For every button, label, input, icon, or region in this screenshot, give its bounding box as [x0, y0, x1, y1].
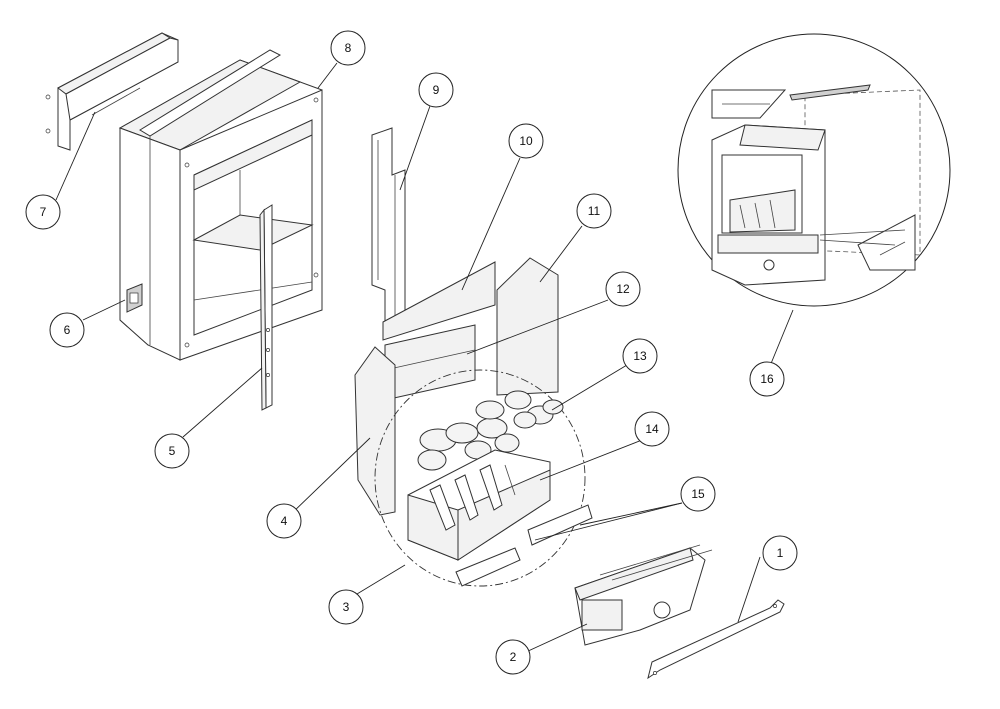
callout-8-label: 8 — [345, 41, 352, 55]
part-14-burner-tray — [407, 449, 551, 561]
callout-1: 1 — [762, 535, 798, 571]
callout-6: 6 — [49, 312, 85, 348]
callout-14: 14 — [634, 411, 670, 447]
callout-3: 3 — [328, 589, 364, 625]
callout-12: 12 — [605, 271, 641, 307]
part-7-top-bracket — [45, 32, 179, 151]
callout-10: 10 — [508, 123, 544, 159]
part-13-log-set — [417, 390, 564, 471]
part-15-ember-strips — [455, 504, 593, 587]
part-12-lower-back-panel — [384, 324, 476, 401]
callout-2: 2 — [495, 639, 531, 675]
callout-15-label: 15 — [691, 487, 705, 501]
callout-4-label: 4 — [281, 514, 288, 528]
part-6-firebox-housing — [118, 49, 323, 361]
part-3-group-outline — [374, 369, 586, 587]
callout-10-label: 10 — [519, 134, 533, 148]
callout-2-label: 2 — [510, 650, 517, 664]
callout-8: 8 — [330, 30, 366, 66]
part-5-side-strip — [259, 204, 273, 411]
callout-15: 15 — [680, 476, 716, 512]
part-9-vertical-bracket — [371, 127, 406, 336]
part-4-left-side-panel — [354, 346, 396, 516]
callout-4: 4 — [266, 503, 302, 539]
part-1-bottom-bar — [647, 599, 785, 680]
callout-13-label: 13 — [633, 349, 647, 363]
callout-13: 13 — [622, 338, 658, 374]
callout-16: 16 — [749, 361, 785, 397]
leader-lines — [55, 62, 794, 653]
part-16-detail-view — [677, 33, 951, 307]
part-2-control-unit — [574, 544, 713, 646]
callout-5-label: 5 — [169, 444, 176, 458]
callout-11-label: 11 — [588, 204, 601, 218]
callout-7-label: 7 — [40, 205, 47, 219]
callout-1-label: 1 — [777, 546, 784, 560]
callout-14-label: 14 — [645, 422, 659, 436]
callout-11: 11 — [576, 193, 612, 229]
callout-9-label: 9 — [433, 83, 440, 97]
callout-6-label: 6 — [64, 323, 71, 337]
callout-5: 5 — [154, 433, 190, 469]
callout-16-label: 16 — [760, 372, 774, 386]
callout-3-label: 3 — [343, 600, 350, 614]
callout-9: 9 — [418, 72, 454, 108]
callout-7: 7 — [25, 194, 61, 230]
callout-12-label: 12 — [616, 282, 630, 296]
part-11-right-side-panel — [496, 257, 559, 396]
part-10-upper-back-panel — [382, 261, 496, 341]
